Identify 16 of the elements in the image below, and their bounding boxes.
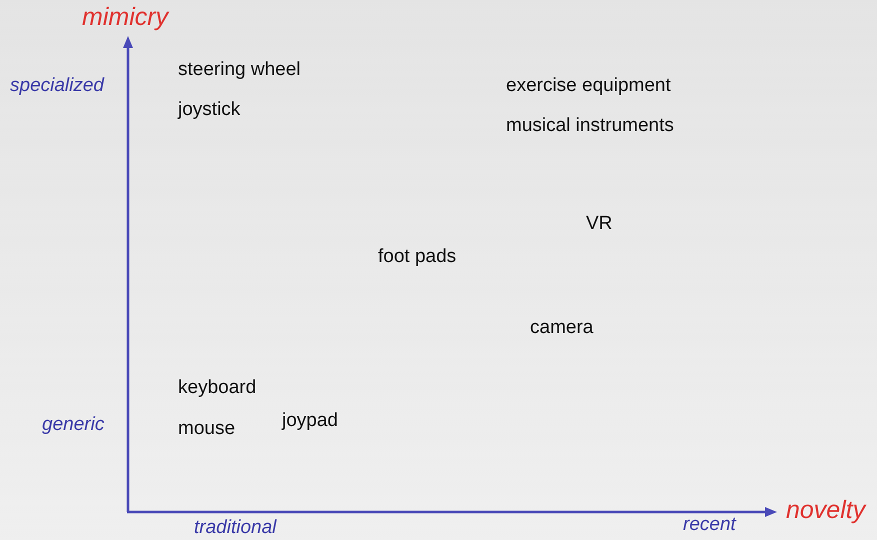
axis-title: mimicry (82, 4, 168, 32)
axis-label: traditional (194, 518, 276, 539)
axis-label: specialized (10, 76, 104, 97)
device-label: foot pads (378, 247, 456, 268)
axis-title: novelty (786, 497, 866, 524)
device-label: camera (530, 318, 594, 339)
device-label: keyboard (178, 378, 256, 399)
device-label: joystick (178, 100, 240, 121)
device-label: VR (586, 214, 612, 235)
axis-label: generic (42, 415, 104, 436)
device-label: steering wheel (178, 60, 301, 81)
device-label: joypad (282, 411, 338, 432)
device-label: mouse (178, 419, 236, 440)
device-label: musical instruments (506, 116, 674, 137)
device-label: exercise equipment (506, 76, 671, 97)
axis-label: recent (683, 515, 736, 536)
